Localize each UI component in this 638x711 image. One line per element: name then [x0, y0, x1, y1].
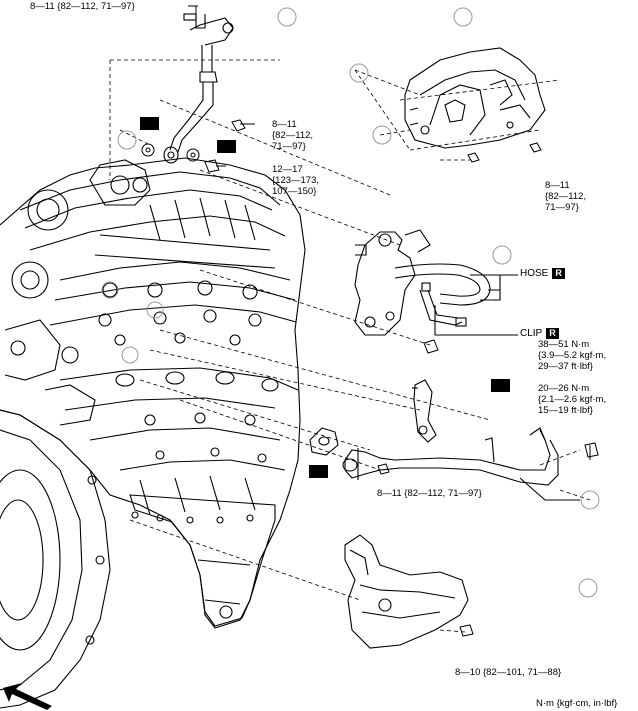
engine-assembly: [0, 157, 306, 709]
torque-label-bracket-bolt: 38—51 N·m {3.9—5.2 kgf·m, 29—37 ft·lbf}: [538, 339, 607, 372]
alignment-lines: [109, 59, 591, 633]
torque-label-heat-shield-bolt: 8—10 {82—101, 71—88}: [455, 667, 562, 678]
part-tag-egr-pipe-bolt: [140, 117, 159, 130]
part-tag-pipe-bracket: [491, 379, 510, 392]
part-tag-union-gasket: [217, 140, 236, 153]
torque-label-pipe-flange-nut: 8—11 {82—112, 71—97}: [377, 488, 482, 499]
egr-cover: [404, 47, 546, 149]
small-fasteners: [141, 5, 599, 637]
part-tag-pipe-gasket: [309, 465, 328, 478]
water-pipe: [309, 379, 580, 501]
heat-shield: [344, 534, 469, 649]
front-arrow-icon: [3, 683, 52, 710]
units-legend: N·m {kgf·cm, in·lbf}: [536, 698, 618, 709]
egr-tube: [163, 13, 234, 164]
torque-label-cover-bolts: 8—11 {82—112, 71—97}: [545, 180, 587, 213]
replace-badge: R: [552, 268, 565, 279]
torque-label-top-left: 8—11 {82—112, 71—97}: [30, 1, 135, 12]
bracket-hose-assembly: [354, 229, 518, 336]
torque-label-egr-pipe-bolt: 8—11 {82—112, 71—97}: [272, 119, 314, 152]
callout-circles: [101, 7, 600, 598]
replace-badge: R: [546, 328, 559, 339]
torque-label-pipe-bracket-bolt: 20—26 N·m {2.1—2.6 kgf·m, 15—19 ft·lbf}: [538, 383, 607, 416]
torque-label-union-bolt: 12—17 {123—173, 107—150}: [272, 164, 320, 197]
